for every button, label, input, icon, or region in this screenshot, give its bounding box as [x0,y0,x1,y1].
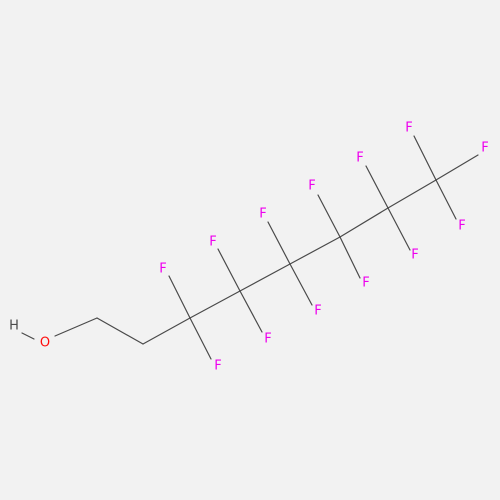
bond-o-h [21,332,35,340]
bond-c8-f [435,154,479,181]
bond-c8-f [435,179,457,220]
atom-f-label: F [356,151,363,166]
atom-f-label: F [209,235,216,250]
bonds [21,135,479,360]
bond-c2-c3 [142,317,191,345]
atom-labels: H O F F F F F F F F F F F F F [9,121,489,374]
atom-f-label: F [411,248,418,263]
atom-f-label: F [314,304,321,319]
bond-c5-c6 [289,236,341,265]
bond-c3-f [168,275,191,319]
bond-o-c1 [54,317,98,337]
atom-f-label: F [458,219,465,234]
atom-f-label: F [308,179,315,194]
bond-c6-c7 [339,207,389,238]
atom-f-label: F [259,207,266,222]
bond-c5-f [267,221,291,265]
bond-c5-f [289,263,313,306]
bond-c4-f [217,248,241,292]
bond-c3-c4 [189,290,241,319]
bond-c3-f [189,317,212,360]
atom-f-label: F [405,121,412,136]
bond-c4-f [239,290,263,333]
bond-c8-f [413,135,437,181]
atom-f-label: F [264,332,271,347]
atom-f-label: F [481,141,488,156]
bond-c7-f [365,165,389,209]
bond-c6-f [317,194,341,238]
atom-o-label: O [40,336,50,351]
bond-c4-c5 [239,263,291,292]
bond-c7-f [387,207,411,251]
atom-h-label: H [9,319,19,334]
atom-f-label: F [214,359,221,374]
atom-f-label: F [159,262,166,277]
bond-c1-c2 [96,317,144,345]
bond-c7-c8 [387,179,437,209]
bond-c6-f [339,236,361,279]
atom-f-label: F [362,276,369,291]
